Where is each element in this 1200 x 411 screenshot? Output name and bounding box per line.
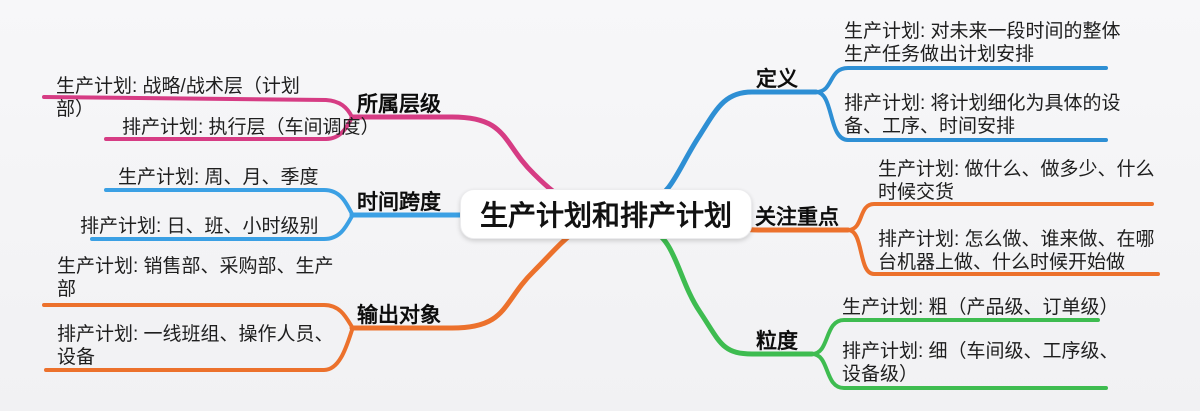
child-underline-granularity-1: [810, 318, 1100, 356]
child-topic-timespan-2[interactable]: 排产计划: 日、班、小时级别: [80, 216, 319, 237]
branch-curve-definition: [647, 89, 819, 205]
child-topic-hierarchy-2[interactable]: 排产计划: 执行层（车间调度）: [122, 117, 380, 138]
child-underline-output-1: [42, 303, 354, 329]
child-topic-definition-1[interactable]: 生产计划: 对未来一段时间的整体生产任务做出计划安排: [844, 21, 1121, 65]
child-topic-timespan-1[interactable]: 生产计划: 周、月、季度: [118, 167, 319, 188]
child-topic-granularity-2[interactable]: 排产计划: 细（车间级、工序级、设备级）: [842, 341, 1119, 385]
branch-label-definition[interactable]: 定义: [756, 68, 798, 91]
child-underline-hierarchy-2: [104, 115, 354, 141]
child-topic-definition-2[interactable]: 排产计划: 将计划细化为具体的设备、工序、时间安排: [844, 93, 1121, 137]
child-topic-hierarchy-1[interactable]: 生产计划: 战略/战术层（计划部）: [56, 76, 300, 120]
branch-label-granularity[interactable]: 粒度: [756, 330, 798, 353]
child-underline-focus-2: [846, 228, 1160, 276]
central-topic[interactable]: 生产计划和排产计划: [460, 189, 752, 239]
child-underline-definition-2: [814, 90, 1108, 142]
child-topic-focus-1[interactable]: 生产计划: 做什么、做多少、什么时候交货: [878, 159, 1155, 203]
child-underline-granularity-2: [810, 352, 1108, 390]
branch-label-hierarchy[interactable]: 所属层级: [357, 93, 441, 116]
branch-label-output[interactable]: 输出对象: [357, 304, 441, 327]
branch-curve-granularity: [645, 225, 815, 357]
child-underline-definition-1: [814, 66, 1108, 94]
child-underline-timespan-2: [90, 214, 354, 241]
child-underline-output-2: [44, 328, 354, 372]
child-underline-focus-1: [846, 202, 1154, 232]
branch-label-focus[interactable]: 关注重点: [755, 206, 839, 229]
branch-label-timespan[interactable]: 时间跨度: [357, 191, 441, 214]
child-underline-timespan-1: [104, 188, 354, 216]
child-topic-granularity-1[interactable]: 生产计划: 粗（产品级、订单级）: [842, 297, 1119, 318]
child-underline-hierarchy-1: [42, 95, 354, 119]
child-topic-output-2[interactable]: 排产计划: 一线班组、操作人员、设备: [57, 324, 334, 368]
child-topic-focus-2[interactable]: 排产计划: 怎么做、谁来做、在哪台机器上做、什么时候开始做: [878, 229, 1155, 273]
child-topic-output-1[interactable]: 生产计划: 销售部、采购部、生产部: [57, 256, 334, 300]
